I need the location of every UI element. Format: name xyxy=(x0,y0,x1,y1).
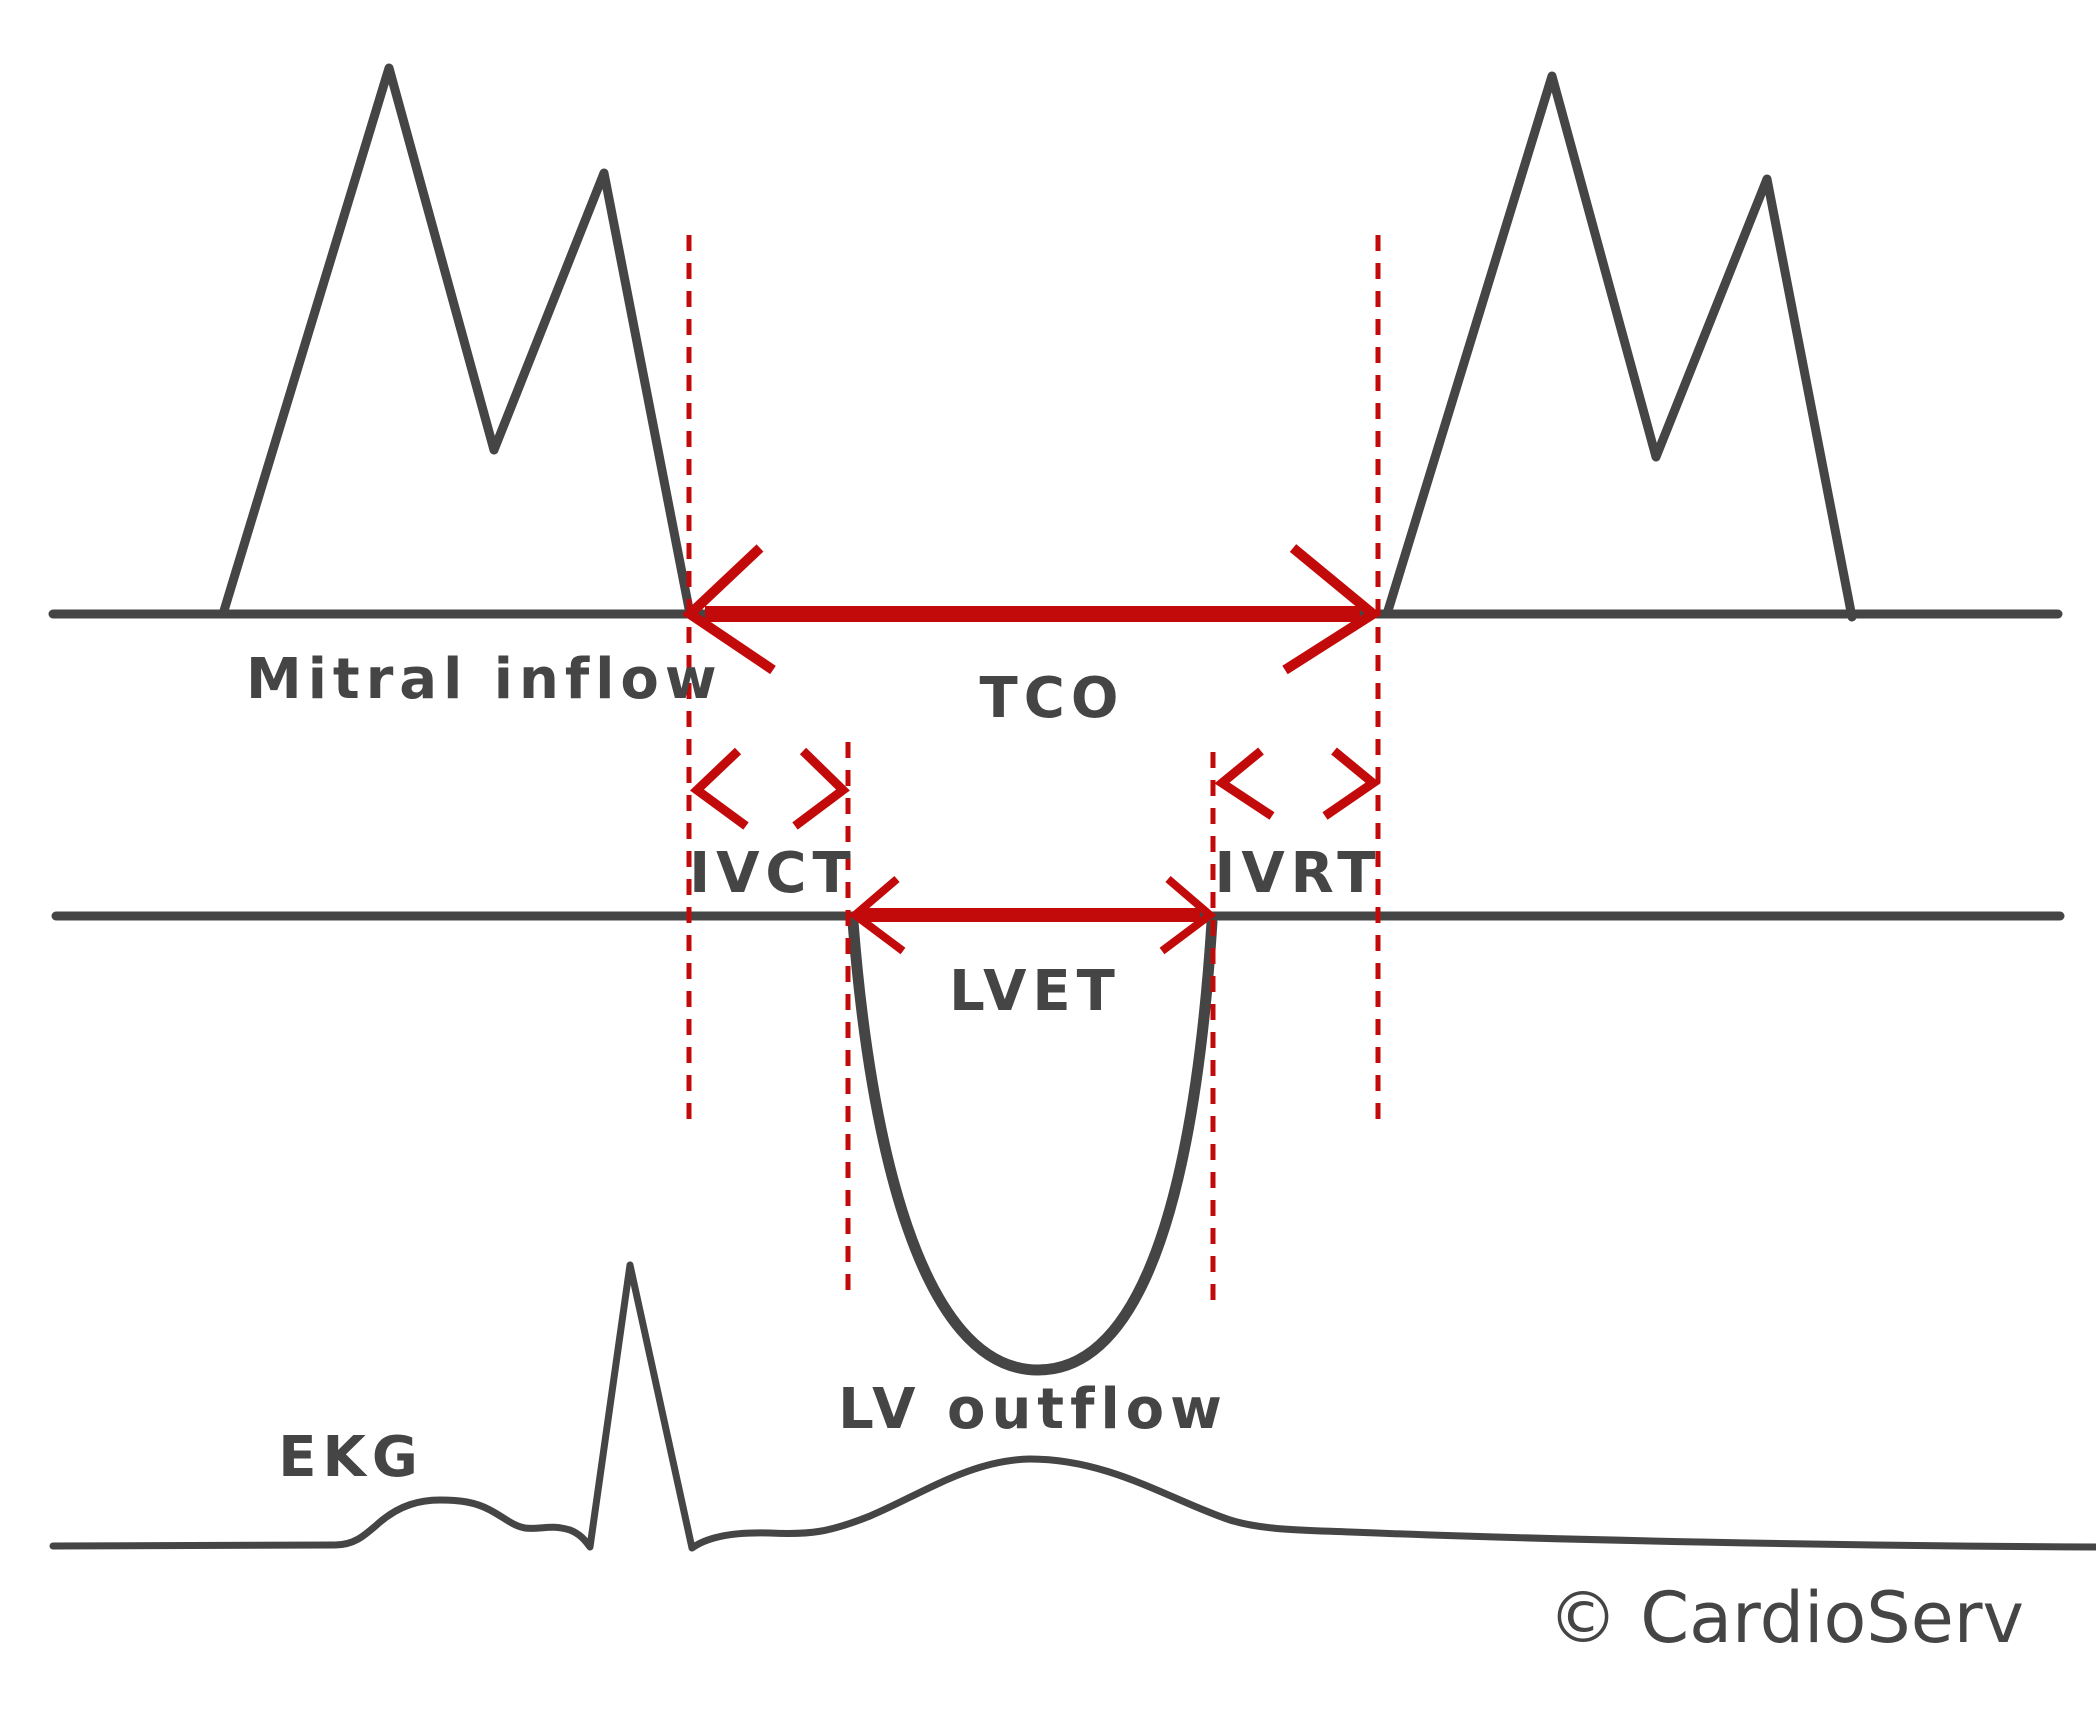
label-tco: TCO xyxy=(980,666,1125,731)
mitral-inflow-wave-2 xyxy=(1382,71,1857,622)
ivct-arrow-head-right xyxy=(792,747,850,830)
label-lv-outflow: LV outflow xyxy=(838,1377,1228,1442)
copyright-text: © CardioServ xyxy=(1548,1577,2024,1659)
ekg-trace xyxy=(49,1261,2096,1552)
tco-arrow-head-right xyxy=(1282,544,1382,675)
ivct-arrow-head-left xyxy=(690,747,749,830)
tco-arrow-head-left xyxy=(682,544,776,675)
label-lvet: LVET xyxy=(949,959,1121,1024)
ivrt-arrow-head-left xyxy=(1214,747,1275,820)
lv-outflow-curve xyxy=(847,916,1218,1376)
lvet-arrow-head-right xyxy=(1159,875,1217,955)
ivrt-arrow-head-right xyxy=(1322,747,1381,820)
label-ekg: EKG xyxy=(278,1425,424,1490)
label-ivrt: IVRT xyxy=(1215,841,1382,906)
label-mitral-inflow: Mitral inflow xyxy=(246,647,723,712)
mitral-inflow-wave-1 xyxy=(218,63,695,619)
lvet-arrow-head-left xyxy=(848,875,906,955)
label-ivct: IVCT xyxy=(689,841,856,906)
